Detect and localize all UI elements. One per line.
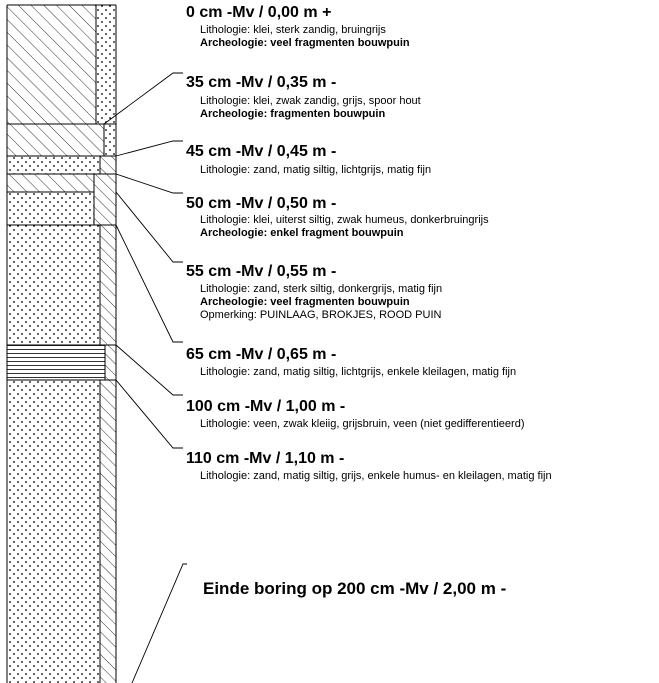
lithology-text: Lithologie: zand, matig siltig, lichtgri… — [200, 164, 432, 176]
side-strip-5 — [100, 225, 116, 345]
layer-fill-4 — [7, 192, 94, 225]
lithology-text: Lithologie: zand, matig siltig, grijs, e… — [200, 470, 552, 482]
depth-label: 110 cm -Mv / 1,10 m - — [186, 450, 345, 467]
side-strip-6 — [105, 345, 116, 380]
side-strip-upper — [96, 5, 116, 124]
leader-line-3 — [115, 173, 183, 194]
leader-line-1 — [103, 72, 183, 125]
side-strip-1 — [104, 124, 116, 156]
lithology-text: Lithologie: veen, zwak kleiig, grijsbrui… — [200, 418, 525, 430]
layer-fill-0 — [7, 5, 96, 124]
layer-fill-5 — [7, 225, 100, 345]
leader-line-2 — [115, 140, 183, 157]
depth-label: 45 cm -Mv / 0,45 m - — [186, 143, 337, 160]
archaeology-text: Archeologie: veel fragmenten bouwpuin — [200, 37, 410, 49]
lithology-text: Lithologie: zand, sterk siltig, donkergr… — [200, 283, 443, 295]
leader-line-4 — [115, 191, 183, 263]
archaeology-text: Archeologie: veel fragmenten bouwpuin — [200, 296, 410, 308]
lithology-text: Lithologie: klei, sterk zandig, bruingri… — [200, 24, 386, 36]
depth-label: 55 cm -Mv / 0,55 m - — [186, 263, 337, 280]
side-strip-2 — [100, 156, 116, 174]
layer-fill-6 — [7, 345, 105, 380]
archaeology-text: Archeologie: enkel fragment bouwpuin — [200, 227, 404, 239]
depth-label: 65 cm -Mv / 0,65 m - — [186, 346, 337, 363]
leader-line-7 — [115, 379, 183, 449]
layer-fill-3 — [7, 174, 94, 192]
leader-line-end — [131, 563, 187, 683]
end-of-boring-label: Einde boring op 200 cm -Mv / 2,00 m - — [203, 579, 507, 598]
depth-label: 35 cm -Mv / 0,35 m - — [186, 74, 337, 91]
leader-line-5 — [115, 224, 183, 343]
lithology-text: Lithologie: zand, matig siltig, lichtgri… — [200, 366, 517, 378]
depth-label: 100 cm -Mv / 1,00 m - — [186, 398, 346, 415]
depth-label: 0 cm -Mv / 0,00 m + — [186, 4, 332, 21]
lithology-text: Lithologie: klei, zwak zandig, grijs, sp… — [200, 95, 421, 107]
lithology-text: Lithologie: klei, uiterst siltig, zwak h… — [200, 214, 489, 226]
archaeology-text: Archeologie: fragmenten bouwpuin — [200, 108, 386, 120]
depth-label: 50 cm -Mv / 0,50 m - — [186, 195, 337, 212]
side-strip-7 — [100, 380, 116, 683]
remark-text: Opmerking: PUINLAAG, BROKJES, ROOD PUIN — [200, 309, 442, 321]
layer-fill-1 — [7, 124, 104, 156]
side-strip-3 — [94, 174, 116, 225]
layer-fill-7 — [7, 380, 100, 683]
layer-fill-2 — [7, 156, 100, 174]
leader-line-6 — [115, 344, 183, 396]
